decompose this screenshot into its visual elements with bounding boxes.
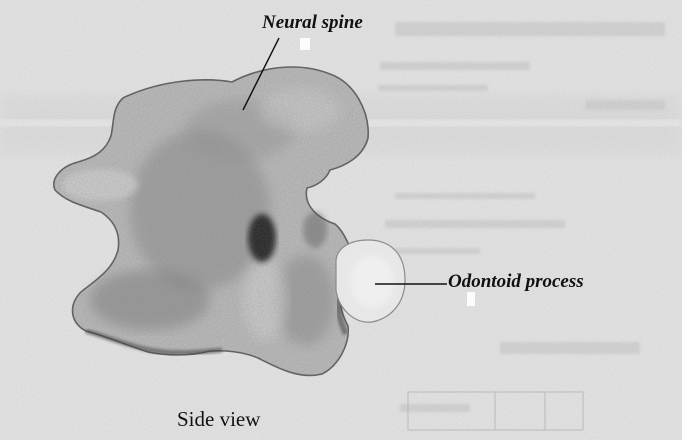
paper-fleck — [467, 292, 475, 306]
neural-spine-label: Neural spine — [262, 12, 363, 34]
odontoid-shape — [336, 240, 405, 322]
figure-caption: Side view — [177, 407, 260, 432]
paper-fleck — [300, 38, 310, 50]
odontoid-process-label: Odontoid process — [448, 271, 584, 293]
